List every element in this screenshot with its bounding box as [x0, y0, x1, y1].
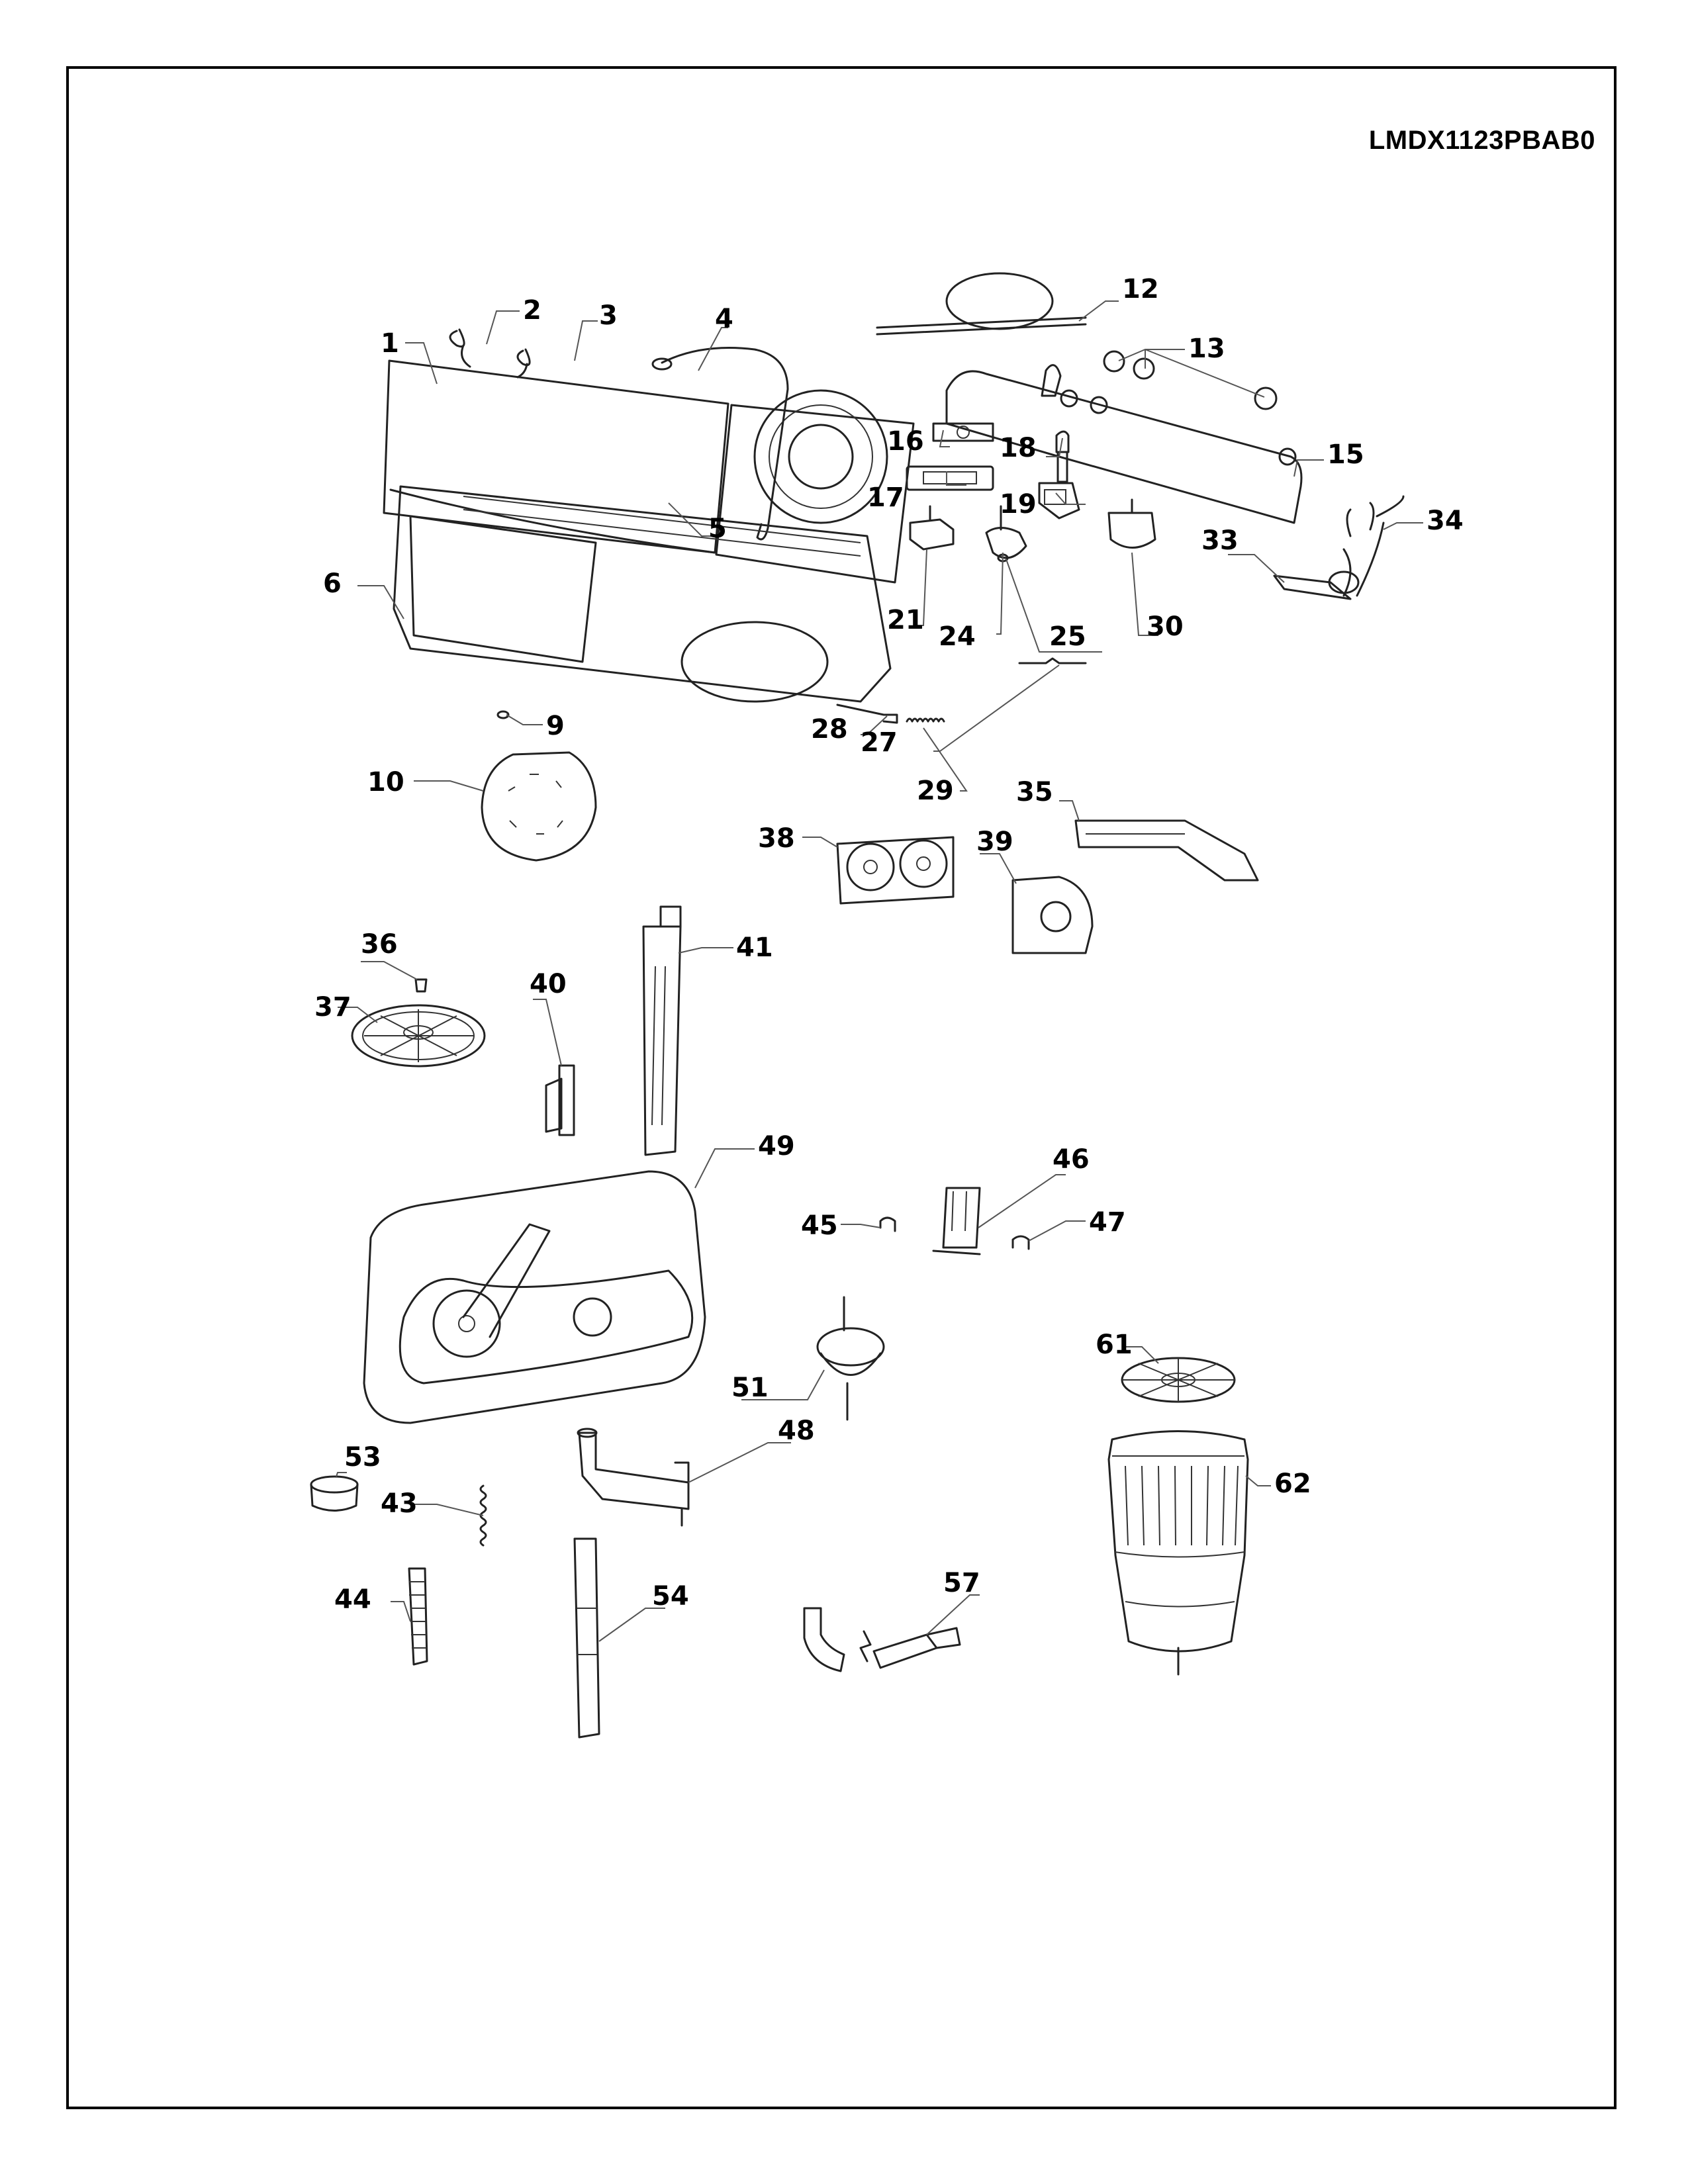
part-label-12: 12	[1122, 274, 1159, 304]
part-number-labels: 1 2 3 4 5 6 9 10 12 13 15 16 18 17 19 21…	[314, 274, 1464, 1615]
part-label-49: 49	[758, 1131, 795, 1161]
part-label-40: 40	[530, 969, 567, 999]
part-9-button-cap-icon	[496, 710, 510, 719]
part-44-drain-hose-icon	[408, 1567, 428, 1666]
part-38-wash-motor-bracket-icon	[836, 836, 955, 905]
part-label-6: 6	[323, 569, 342, 599]
part-label-51: 51	[731, 1373, 769, 1403]
part-29-spring-icon	[906, 717, 945, 723]
part-48-drain-pipe-icon	[577, 1428, 690, 1527]
part-label-18: 18	[1000, 433, 1037, 463]
page-frame	[66, 66, 1617, 2109]
part-label-9: 9	[546, 711, 565, 741]
part-12-spiral-wrap-icon	[876, 272, 1087, 336]
part-35-water-channel-icon	[1074, 819, 1259, 882]
part-label-48: 48	[778, 1416, 815, 1446]
part-61-basket-cover-icon	[1121, 1357, 1236, 1403]
part-28-lever-icon	[836, 704, 898, 724]
part-label-19: 19	[1000, 489, 1037, 520]
part-57-outlet-hose-icon	[803, 1607, 961, 1672]
part-39-spin-motor-bracket-icon	[1011, 876, 1094, 954]
part-label-36: 36	[361, 929, 398, 960]
part-label-21: 21	[887, 605, 924, 635]
part-label-17: 17	[867, 482, 904, 513]
part-label-44: 44	[334, 1584, 371, 1615]
part-13-knob-ring-icon	[1103, 350, 1278, 410]
part-label-27: 27	[861, 727, 898, 758]
part-10-spin-cover-icon	[481, 751, 597, 862]
part-2-hinge-spring-icon	[449, 328, 471, 368]
part-label-39: 39	[976, 827, 1013, 857]
part-label-10: 10	[367, 767, 404, 797]
part-47-clip-icon	[1011, 1235, 1030, 1250]
part-label-37: 37	[314, 992, 352, 1023]
part-3-hinge-spring-icon	[516, 348, 531, 379]
leader-lines	[336, 300, 1423, 1642]
part-label-1: 1	[381, 328, 399, 359]
part-36-screw-cap-icon	[414, 978, 428, 993]
part-label-61: 61	[1096, 1330, 1133, 1360]
part-label-30: 30	[1147, 612, 1184, 642]
part-34-wire-harness-icon	[1328, 495, 1405, 597]
part-27-clip-icon	[1018, 657, 1087, 664]
part-label-54: 54	[652, 1581, 689, 1612]
part-label-57: 57	[943, 1568, 980, 1598]
part-label-25: 25	[1049, 621, 1086, 652]
part-label-34: 34	[1427, 506, 1464, 536]
part-label-62: 62	[1274, 1469, 1311, 1499]
part-4-wire-rod-icon	[651, 347, 789, 541]
part-16-label-plate-icon	[932, 422, 994, 442]
part-label-2: 2	[523, 295, 541, 326]
part-label-41: 41	[736, 933, 773, 963]
part-label-47: 47	[1089, 1207, 1126, 1238]
part-label-45: 45	[801, 1210, 838, 1241]
part-37-pulsator-icon	[351, 1004, 486, 1068]
part-19-buzzer-icon	[1038, 482, 1080, 520]
part-17-switch-icon	[906, 465, 994, 491]
part-49-tub-icon	[363, 1170, 706, 1424]
part-18-indicator-light-icon	[1055, 430, 1070, 483]
part-46-bracket-icon	[932, 1187, 981, 1255]
part-label-3: 3	[599, 300, 618, 331]
part-41-filter-channel-icon	[642, 905, 682, 1156]
part-label-29: 29	[917, 776, 954, 806]
part-53-foot-icon	[310, 1475, 359, 1512]
part-label-28: 28	[811, 714, 848, 745]
part-51-motor-icon	[816, 1296, 885, 1421]
part-label-43: 43	[381, 1488, 418, 1519]
part-label-4: 4	[715, 304, 733, 334]
part-label-16: 16	[887, 426, 924, 457]
part-label-38: 38	[758, 823, 795, 854]
part-1-lid-panel-icon	[383, 359, 915, 584]
part-30-timer-icon	[1107, 498, 1156, 549]
part-54-support-rod-icon	[573, 1537, 600, 1739]
part-label-35: 35	[1016, 777, 1053, 807]
model-number-title: LMDX1123PBAB0	[1368, 126, 1595, 155]
part-label-15: 15	[1327, 439, 1364, 470]
part-45-clip-icon	[879, 1216, 896, 1232]
part-label-53: 53	[344, 1442, 381, 1473]
part-label-24: 24	[939, 621, 976, 652]
part-6-top-frame-icon	[393, 485, 892, 703]
part-62-spin-basket-icon	[1107, 1430, 1249, 1676]
part-21-selector-switch-icon	[909, 505, 955, 551]
part-40-lint-filter-icon	[545, 1064, 575, 1136]
part-33-drain-tab-icon	[1273, 574, 1352, 600]
part-label-13: 13	[1188, 334, 1225, 364]
part-15-control-panel-icon	[945, 364, 1303, 524]
part-label-33: 33	[1201, 525, 1239, 556]
part-label-5: 5	[708, 514, 727, 544]
part-label-46: 46	[1053, 1144, 1090, 1175]
